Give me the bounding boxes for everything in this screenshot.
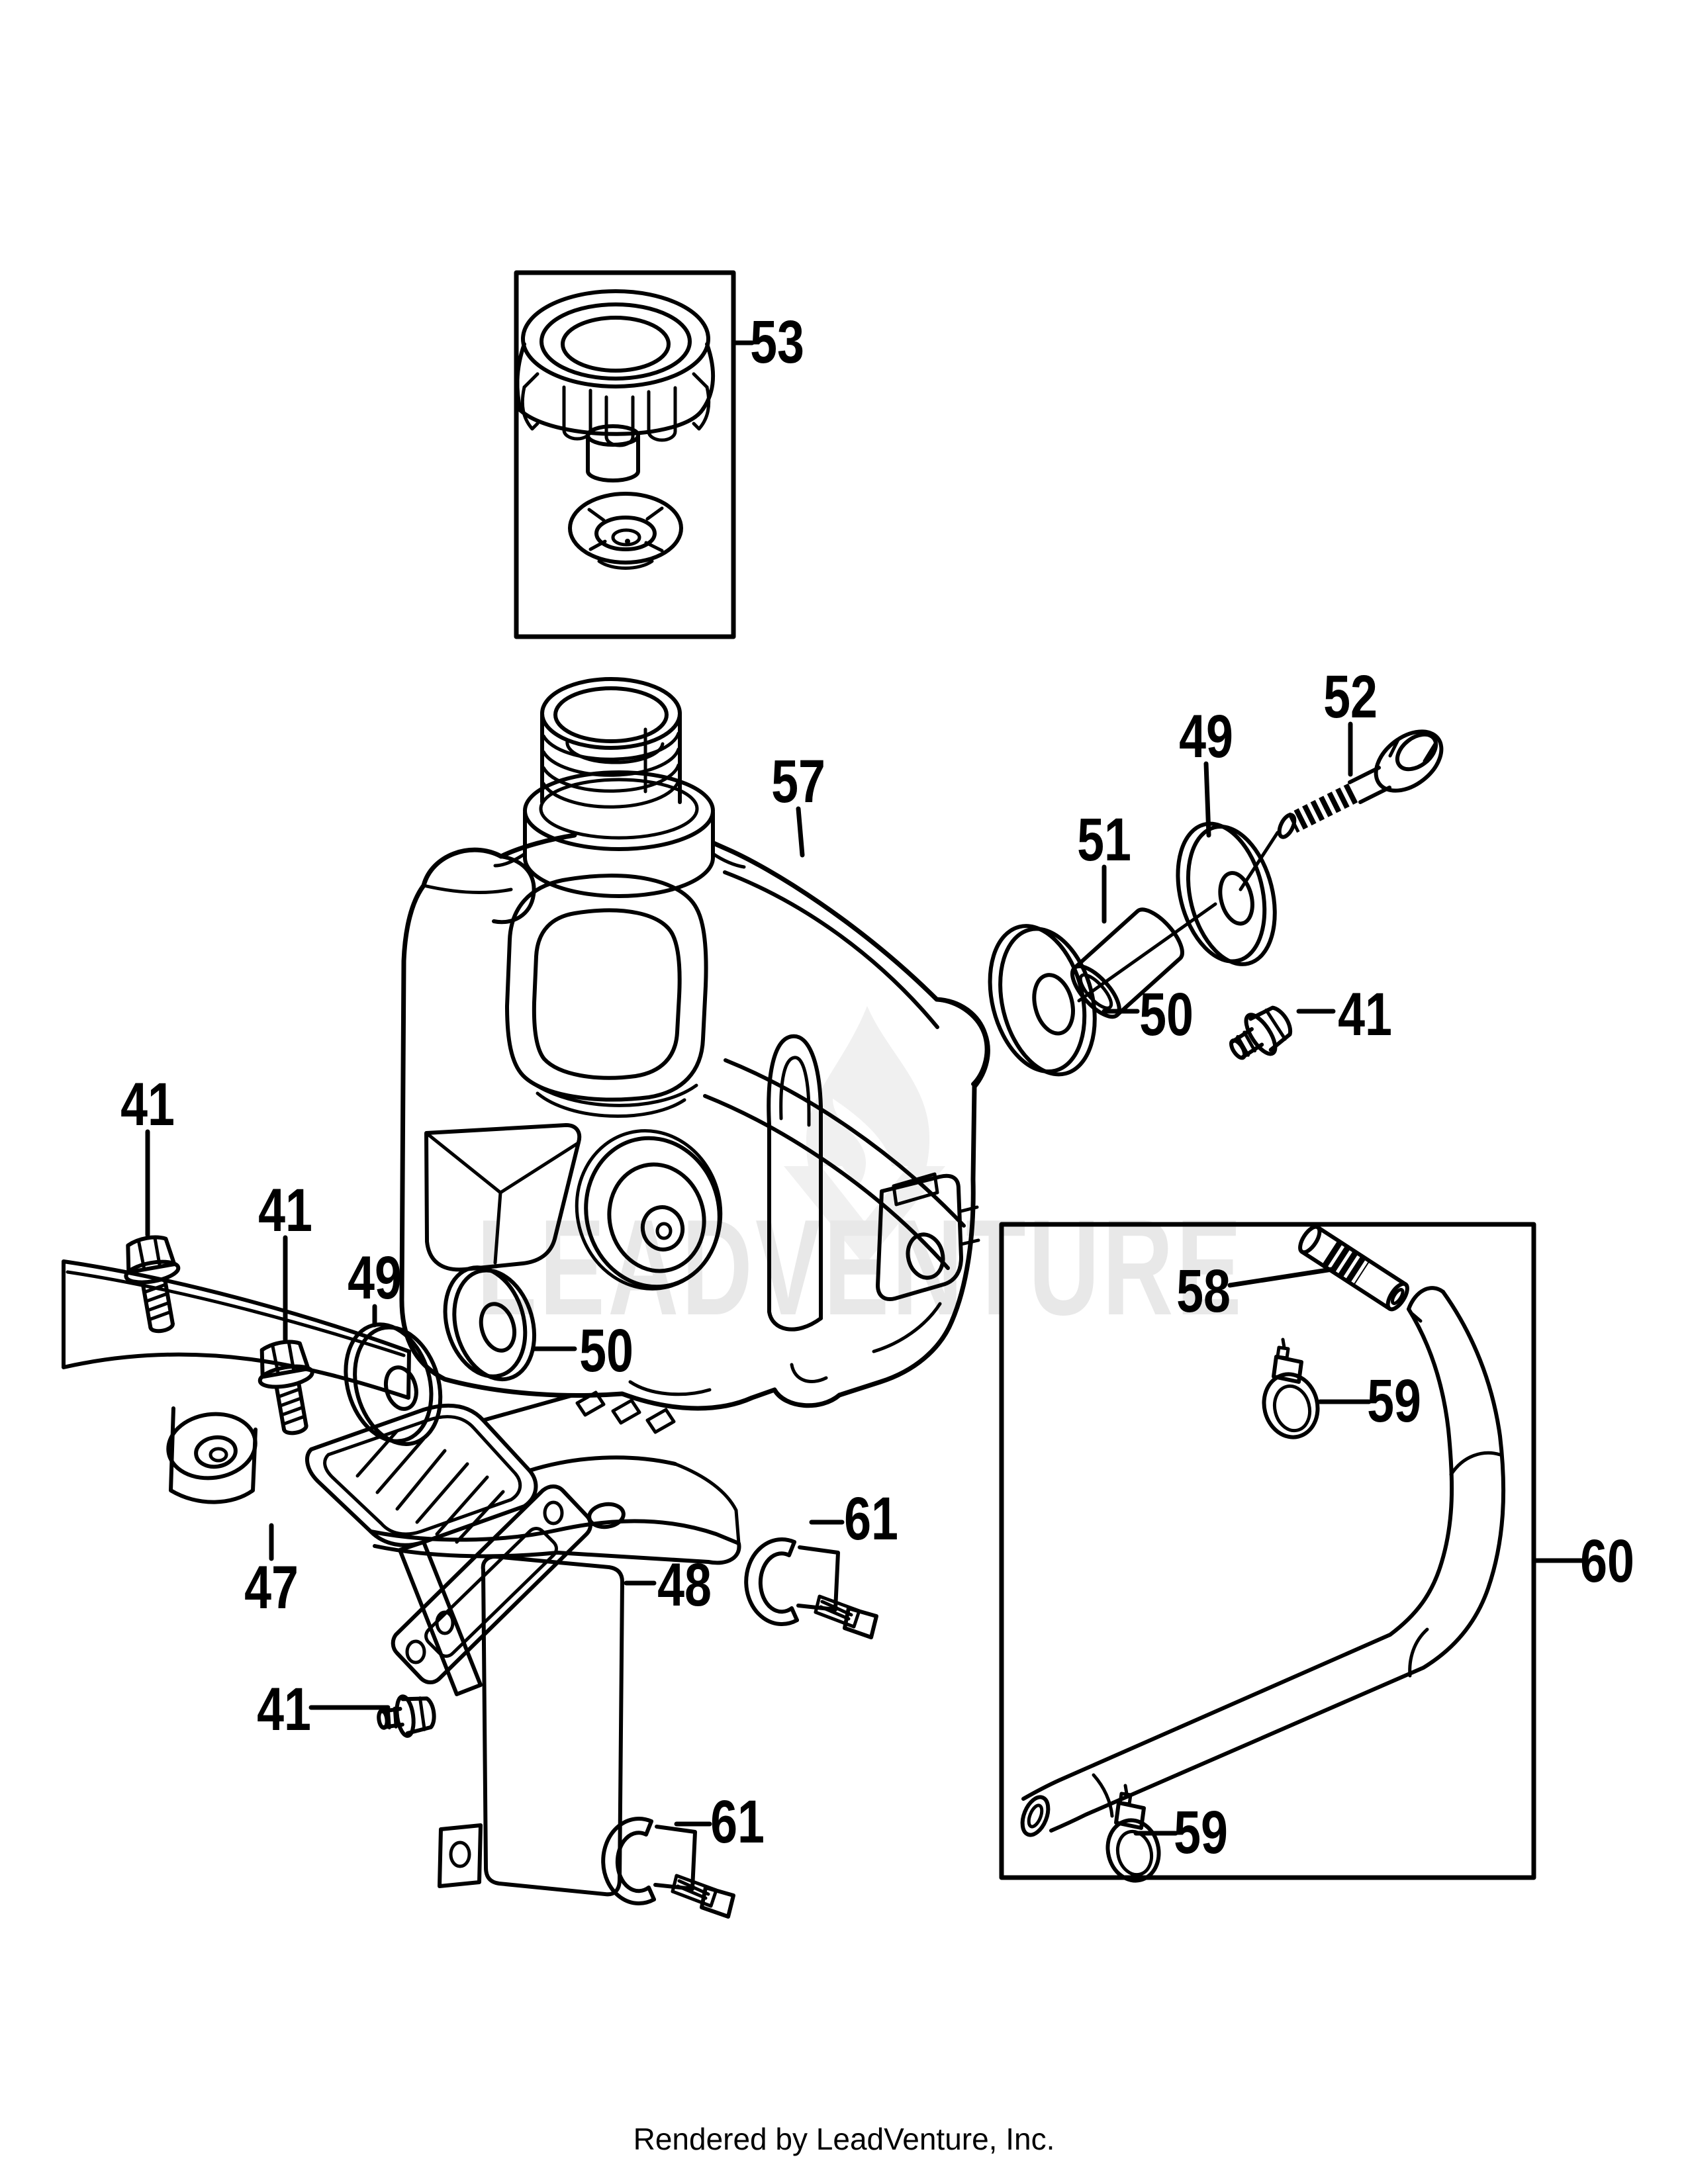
tank-valve-block [876,1172,980,1301]
leadventure-watermark: LEADVENTURE [477,1006,1242,1344]
callout-51: 51 [1077,805,1131,874]
clip-61-lower [601,1817,735,1919]
callout-48: 48 [657,1551,712,1619]
callout-41-left-1: 41 [120,1070,175,1138]
callout-53: 53 [750,308,804,376]
fuel-cap-box [514,270,755,639]
callout-58: 58 [1176,1257,1231,1325]
tank-hook-strip [767,1034,823,1332]
callout-61-upper: 61 [844,1484,898,1553]
hose-clamp-59-lower [1105,1784,1161,1883]
leader-58 [1227,1267,1335,1288]
bracket-boss [166,1406,258,1504]
callout-47: 47 [244,1553,299,1621]
callout-41-bottom: 41 [257,1675,311,1743]
bolt-41-left-1 [124,1235,181,1334]
washer-49-right [1176,821,1277,966]
leader-lines [145,721,1586,1836]
callout-49-right: 49 [1179,702,1233,770]
callout-57: 57 [771,747,825,815]
fuel-cap [515,289,716,447]
callout-41-right: 41 [1338,980,1392,1048]
callout-labels: 53 57 52 49 51 50 41 41 41 49 50 47 48 6… [120,308,1634,1866]
washer-50-left [443,1265,537,1382]
callout-59-lower: 59 [1174,1798,1228,1866]
cap-valve-disc [568,492,683,570]
left-fastener-group [124,1235,537,1446]
tank-outlet-boss [575,1129,723,1291]
washer-49-left [344,1322,443,1446]
bolt-41-left-2 [258,1340,314,1435]
inset-box-53 [514,270,736,639]
plate-back-panel [481,1555,624,1897]
fuel-tank [399,677,990,1411]
fuel-pipe-58 [1298,1224,1409,1312]
washer-50-right [988,924,1097,1077]
spacer-51 [1070,907,1184,1019]
bolt-41-bottom [377,1694,436,1738]
leader-49-right [1203,761,1211,838]
callout-50-left: 50 [579,1316,633,1385]
callout-61-lower: 61 [710,1788,765,1856]
clip-61-upper [744,1537,878,1639]
right-fastener-group [988,729,1444,1077]
callout-52: 52 [1323,662,1378,731]
plate-48 [391,1484,624,1897]
tank-neck-collar [493,770,746,898]
callout-50-right: 50 [1139,980,1194,1048]
leader-57 [796,806,805,858]
bracket-fingers [481,1390,677,1473]
plate-bottom-tab [438,1823,483,1888]
callout-59-upper: 59 [1367,1367,1421,1435]
tank-left-pocket [424,1123,582,1272]
cap-inner-cup [586,424,640,482]
bolt-41-right [1229,1005,1293,1060]
plate-left-strip [398,1540,483,1696]
hose-clamp-59-upper [1262,1338,1320,1439]
tank-handle-recess [505,874,708,1118]
plate-slotted-bar [391,1484,592,1684]
callout-41-left-2: 41 [258,1176,312,1244]
bracket-47 [62,1259,741,1565]
fuel-line-box [999,1222,1536,1883]
bolt-52 [1277,729,1444,839]
render-credit: Rendered by LeadVenture, Inc. [633,2122,1055,2156]
callout-60: 60 [1580,1527,1634,1595]
inset-box-60 [999,1222,1536,1880]
callout-49-left: 49 [348,1244,402,1312]
fuel-hose-60 [1020,1286,1506,1837]
